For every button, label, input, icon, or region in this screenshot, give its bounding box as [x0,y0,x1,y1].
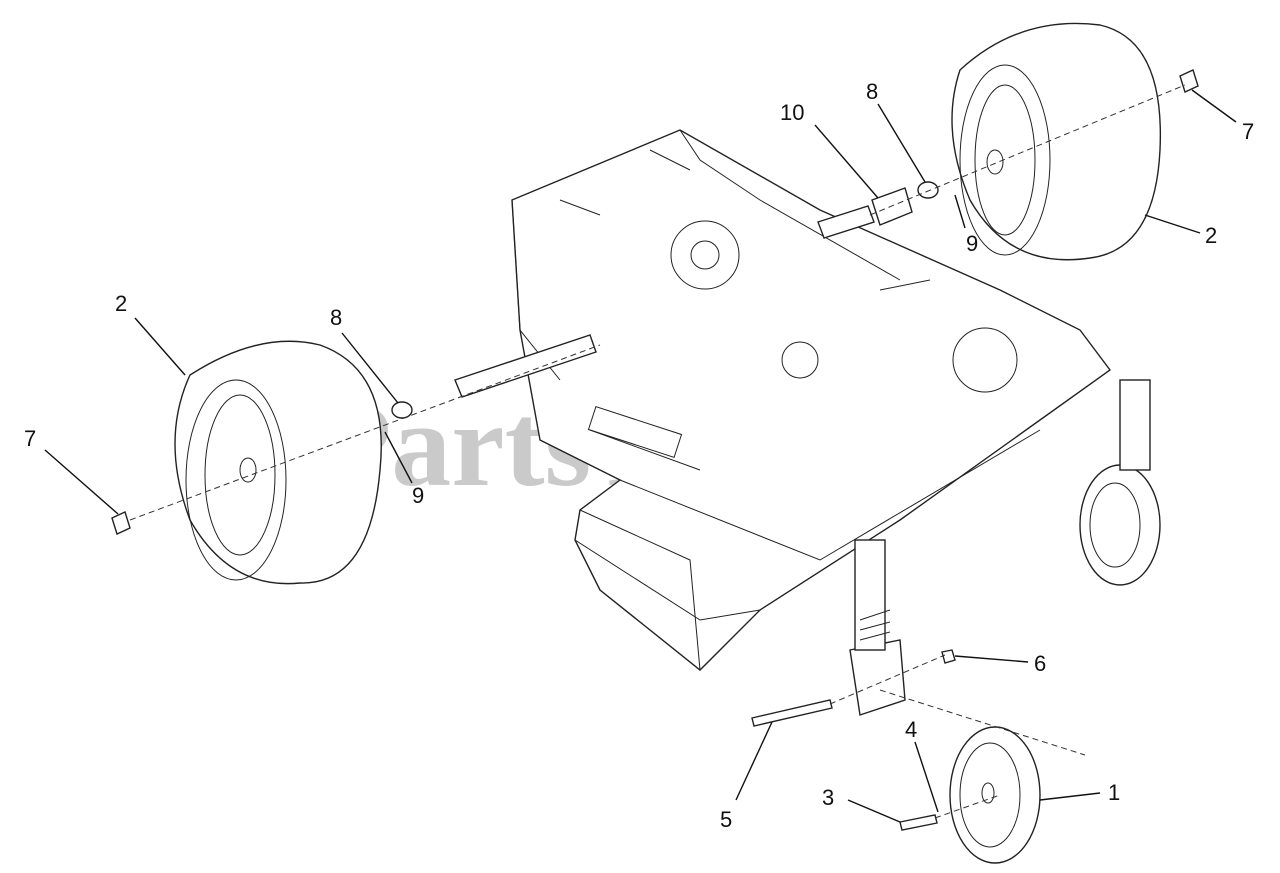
callout-8-top: 8 [866,79,878,104]
callout-2-right: 2 [1205,223,1217,248]
clip-right [1179,69,1199,93]
leader-lines [44,89,1237,823]
callout-3: 3 [822,785,834,810]
callout-5: 5 [720,807,732,832]
callout-2-left: 2 [115,291,127,316]
assembly-lines [129,84,1186,819]
callout-9-left: 9 [412,483,424,508]
spacer [871,187,913,226]
callout-8-left: 8 [330,305,342,330]
rear-axle [454,205,875,398]
callout-10: 10 [780,100,804,125]
small-parts [111,69,1199,831]
callouts: 10 8 7 2 9 2 8 7 9 6 4 1 3 5 [24,79,1254,832]
callout-9-top: 9 [966,231,978,256]
right-rear-wheel [951,22,1162,261]
exploded-caster-wheel [849,539,1041,864]
callout-4: 4 [905,717,917,742]
callout-7-left: 7 [24,426,36,451]
washer-right [917,181,939,199]
washer-left [391,401,413,419]
nut-6 [941,649,956,664]
callout-7-top: 7 [1242,119,1254,144]
callout-1: 1 [1108,780,1120,805]
left-rear-wheel [174,340,382,585]
bolt-5 [751,699,833,727]
callout-6: 6 [1034,651,1046,676]
clip-left [111,511,131,535]
mower-frame [511,129,1111,671]
pin-3 [899,814,938,831]
mounted-caster-wheel [1079,379,1161,586]
